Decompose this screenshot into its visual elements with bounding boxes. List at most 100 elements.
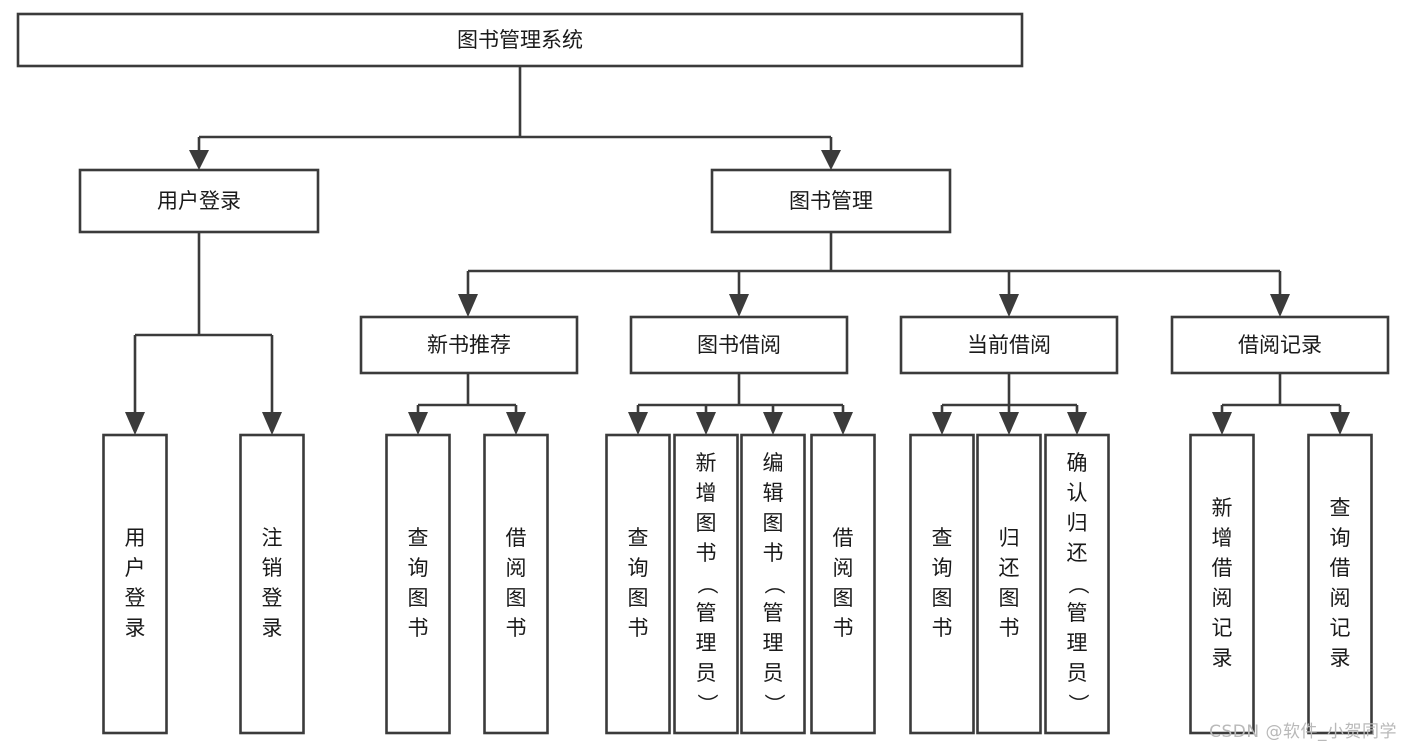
node-book-manage-box[interactable] <box>710 168 952 234</box>
leaf-currentborrow-return-book-box[interactable] <box>976 433 1042 735</box>
node-new-book-recommend[interactable]: 新书推荐 <box>359 315 579 375</box>
leaf-borrowrecord-add-record-box[interactable] <box>1189 433 1255 735</box>
svg-text:管: 管 <box>696 601 717 625</box>
svg-text:员: 员 <box>763 661 784 685</box>
node-user-login-box[interactable] <box>78 168 320 234</box>
leaf-newbook-borrow-book-box[interactable] <box>483 433 549 735</box>
svg-text:理: 理 <box>696 631 717 655</box>
leaf-bookborrow-query-book-box[interactable] <box>605 433 671 735</box>
arrow-bookborrow-leaf-1 <box>628 412 648 435</box>
svg-text:询: 询 <box>1330 526 1351 550</box>
svg-text:记: 记 <box>1212 616 1233 640</box>
arrow-root-to-book-manage <box>821 150 841 170</box>
svg-text:书: 书 <box>696 541 717 565</box>
svg-text:新: 新 <box>1212 496 1233 520</box>
leaf-currentborrow-query-book-box[interactable] <box>909 433 975 735</box>
node-current-borrow-label: 当前借阅 <box>967 333 1051 357</box>
svg-text:书: 书 <box>763 541 784 565</box>
svg-text:记: 记 <box>1330 616 1351 640</box>
leaf-user-logout-box[interactable] <box>239 433 305 735</box>
svg-text:书: 书 <box>506 616 527 640</box>
svg-text:书: 书 <box>833 616 854 640</box>
leaf-bookborrow-borrow-book-box[interactable] <box>810 433 876 735</box>
arrow-bookmanage-to-bookborrow <box>729 294 749 317</box>
arrow-bookborrow-leaf-2 <box>696 412 716 435</box>
leaf-currentborrow-confirm-return-box[interactable] <box>1044 433 1110 735</box>
svg-text:图: 图 <box>628 586 649 610</box>
leaf-user-login-query-box[interactable] <box>102 433 168 735</box>
svg-text:查: 查 <box>408 526 429 550</box>
svg-text:借: 借 <box>833 526 854 550</box>
svg-text:录: 录 <box>1330 646 1351 670</box>
arrow-bookborrow-leaf-3 <box>763 412 783 435</box>
arrow-newbook-leaf-1 <box>408 412 428 435</box>
svg-text:阅: 阅 <box>1330 586 1351 610</box>
svg-text:）: ） <box>695 694 719 715</box>
svg-text:借: 借 <box>506 526 527 550</box>
svg-text:员: 员 <box>1067 661 1088 685</box>
svg-text:辑: 辑 <box>763 481 784 505</box>
arrow-newbook-leaf-2 <box>506 412 526 435</box>
svg-text:查: 查 <box>932 526 953 550</box>
arrow-borrowrecord-leaf-1 <box>1212 412 1232 435</box>
svg-text:录: 录 <box>262 616 283 640</box>
node-root[interactable]: 图书管理系统 <box>16 12 1024 68</box>
svg-text:图: 图 <box>696 511 717 535</box>
leaf-bookborrow-add-book-box[interactable] <box>673 433 739 735</box>
node-borrow-record-box[interactable] <box>1170 315 1390 375</box>
svg-text:登: 登 <box>125 586 146 610</box>
node-new-book-recommend-box[interactable] <box>359 315 579 375</box>
node-current-borrow-box[interactable] <box>899 315 1119 375</box>
leaf-newbook-query-book-box[interactable] <box>385 433 451 735</box>
node-book-borrow-box[interactable] <box>629 315 849 375</box>
node-root-label: 图书管理系统 <box>457 28 583 52</box>
node-root-box[interactable] <box>16 12 1024 68</box>
node-user-login-label: 用户登录 <box>157 189 241 213</box>
node-book-borrow[interactable]: 图书借阅 <box>629 315 849 375</box>
svg-text:询: 询 <box>628 556 649 580</box>
node-user-login[interactable]: 用户登录 <box>78 168 320 234</box>
leaf-user-login-query[interactable]: 用户登录 <box>102 433 168 735</box>
svg-text:阅: 阅 <box>833 556 854 580</box>
leaf-borrowrecord-query-record-box[interactable] <box>1307 433 1373 735</box>
arrow-bookmanage-to-currentborrow <box>999 294 1019 317</box>
svg-text:查: 查 <box>1330 496 1351 520</box>
node-book-borrow-label: 图书借阅 <box>697 333 781 357</box>
node-borrow-record[interactable]: 借阅记录 <box>1170 315 1390 375</box>
node-book-manage[interactable]: 图书管理 <box>710 168 952 234</box>
arrow-currentborrow-leaf-3 <box>1067 412 1087 435</box>
svg-text:图: 图 <box>763 511 784 535</box>
svg-text:认: 认 <box>1067 481 1088 505</box>
svg-text:还: 还 <box>1067 541 1088 565</box>
leaf-bookborrow-edit-book-box[interactable] <box>740 433 806 735</box>
node-current-borrow[interactable]: 当前借阅 <box>899 315 1119 375</box>
svg-text:询: 询 <box>932 556 953 580</box>
svg-text:书: 书 <box>628 616 649 640</box>
svg-text:员: 员 <box>696 661 717 685</box>
svg-text:）: ） <box>1066 694 1090 715</box>
svg-text:图: 图 <box>506 586 527 610</box>
leaf-nodes-layer: 用户登录注销登录查询图书借阅图书查询图书新增图书（管理员）编辑图书（管理员）借阅… <box>102 433 1373 735</box>
node-new-book-recommend-label: 新书推荐 <box>427 333 511 357</box>
svg-text:图: 图 <box>408 586 429 610</box>
